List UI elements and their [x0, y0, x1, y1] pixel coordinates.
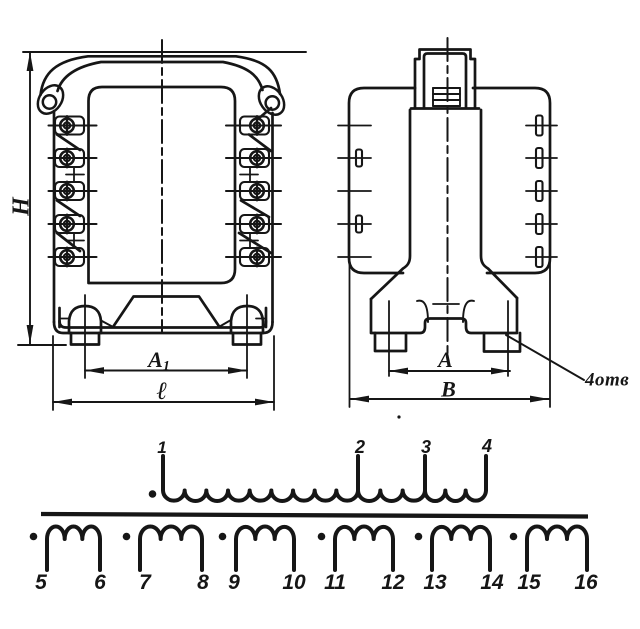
svg-text:16: 16 [574, 571, 598, 594]
svg-text:8: 8 [197, 571, 209, 594]
svg-text:B: B [440, 377, 456, 402]
svg-text:ℓ: ℓ [157, 378, 168, 405]
svg-text:4: 4 [481, 436, 492, 456]
svg-text:13: 13 [423, 571, 447, 594]
svg-text:12: 12 [381, 571, 405, 594]
svg-text:5: 5 [35, 571, 47, 594]
svg-text:3: 3 [421, 437, 431, 457]
svg-text:A: A [436, 347, 453, 372]
svg-text:1: 1 [157, 438, 166, 457]
svg-text:14: 14 [480, 571, 504, 594]
svg-text:H: H [9, 196, 35, 217]
svg-text:4отв: 4отв [584, 370, 629, 391]
svg-text:10: 10 [282, 571, 306, 594]
svg-text:9: 9 [228, 571, 240, 594]
svg-text:7: 7 [139, 571, 152, 594]
svg-text:15: 15 [517, 571, 541, 594]
svg-text:2: 2 [354, 437, 365, 457]
svg-text:11: 11 [324, 571, 346, 594]
svg-text:6: 6 [94, 571, 106, 594]
